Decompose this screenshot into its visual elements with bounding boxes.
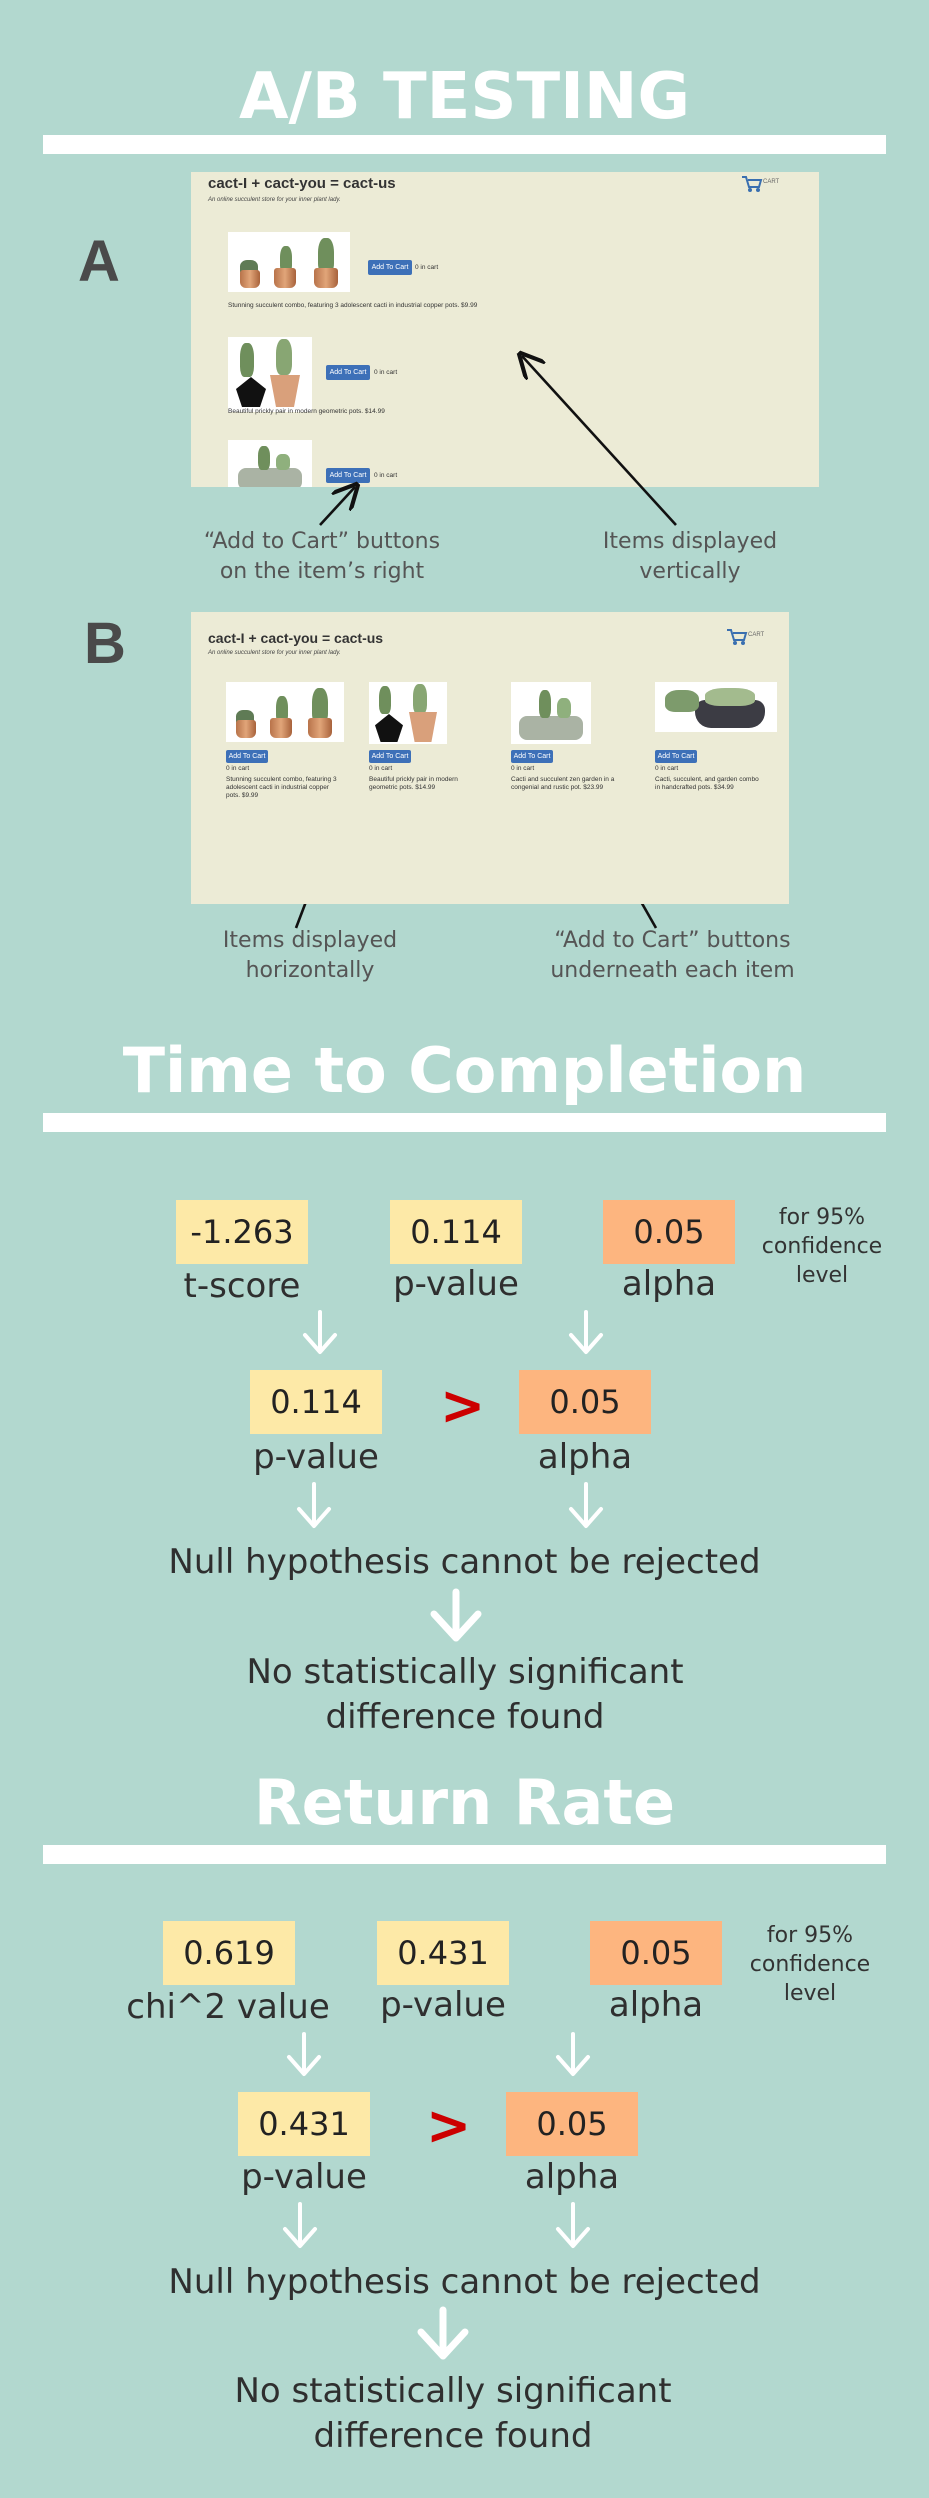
product-description: Stunning succulent combo, featuring 3 ad… <box>226 776 337 800</box>
return-rate-title: Return Rate <box>253 1766 676 1839</box>
in-cart-count: 0 in cart <box>374 472 398 479</box>
add-to-cart-button[interactable]: Add To Cart <box>326 365 370 380</box>
confidence-note: for 95% confidence level <box>761 1205 883 1288</box>
section-divider <box>43 1113 886 1132</box>
title-divider <box>43 135 886 154</box>
cart-link[interactable]: CART <box>726 627 776 649</box>
shop-subtitle: An online succulent store for your inner… <box>208 650 341 656</box>
chi-square-label: chi^2 value <box>126 1987 330 2027</box>
confidence-note: for 95% confidence level <box>749 1923 871 2006</box>
chi-square-value: 0.619 <box>163 1921 295 1985</box>
product-image-4 <box>655 682 777 732</box>
add-to-cart-button[interactable]: Add To Cart <box>369 750 411 763</box>
alpha-box: 0.05 <box>506 2092 638 2156</box>
result-text: No statistically significant difference … <box>246 1652 684 1737</box>
p-value-label: p-value <box>241 2157 367 2197</box>
product-description: Stunning succulent combo, featuring 3 ad… <box>228 302 478 309</box>
cart-icon <box>727 629 748 645</box>
conclusion-text: Null hypothesis cannot be rejected <box>168 2262 761 2302</box>
in-cart-count: 0 in cart <box>511 765 535 772</box>
in-cart-count: 0 in cart <box>226 765 250 772</box>
product-image-1 <box>226 682 344 742</box>
p-value-label: p-value <box>393 1264 519 1304</box>
shop-title: cact-I + cact-you = cact-us <box>208 175 396 192</box>
alpha-box: 0.05 <box>590 1921 722 1985</box>
product-image-1 <box>228 232 350 292</box>
add-to-cart-button[interactable]: Add To Cart <box>226 750 268 763</box>
in-cart-count: 0 in cart <box>369 765 393 772</box>
p-value-box: 0.114 <box>250 1370 382 1434</box>
variant-b-label: B <box>84 611 126 676</box>
down-arrow-icon <box>417 1588 482 2360</box>
add-to-cart-button[interactable]: Add To Cart <box>655 750 697 763</box>
product-description: Cacti and succulent zen garden in a cong… <box>511 776 615 792</box>
t-score-value: -1.263 <box>176 1200 308 1264</box>
callout-b-horizontal: Items displayed horizontally <box>222 928 398 983</box>
product-image-2 <box>369 682 447 744</box>
alpha-box: 0.05 <box>603 1200 735 1264</box>
alpha-label: alpha <box>608 1985 704 2025</box>
in-cart-count: 0 in cart <box>415 264 439 271</box>
section-divider <box>43 1845 886 1864</box>
cart-label: CART <box>763 179 780 185</box>
product-image-3 <box>228 440 312 487</box>
cart-label: CART <box>748 632 765 638</box>
variant-a-label: A <box>78 229 120 294</box>
time-to-completion-title: Time to Completion <box>122 1034 807 1107</box>
add-to-cart-button[interactable]: Add To Cart <box>368 260 412 275</box>
alpha-label: alpha <box>524 2157 620 2197</box>
in-cart-count: 0 in cart <box>655 765 679 772</box>
product-description: Beautiful prickly pair in modern geometr… <box>228 408 385 415</box>
p-value-label: p-value <box>380 1985 506 2025</box>
variant-a-screenshot: cact-I + cact-you = cact-us An online su… <box>191 172 819 487</box>
alpha-label: alpha <box>621 1264 717 1304</box>
down-arrow-icon <box>283 1310 603 2248</box>
conclusion-text: Null hypothesis cannot be rejected <box>168 1542 761 1582</box>
alpha-box: 0.05 <box>519 1370 651 1434</box>
greater-than-symbol: > <box>426 2094 472 2157</box>
in-cart-count: 0 in cart <box>374 369 398 376</box>
ab-testing-title: A/B TESTING <box>239 60 690 134</box>
product-description: Beautiful prickly pair in modern geometr… <box>369 776 458 792</box>
t-score-label: t-score <box>183 1266 301 1306</box>
add-to-cart-button[interactable]: Add To Cart <box>511 750 553 763</box>
product-image-2 <box>228 337 312 412</box>
cart-link[interactable]: CART <box>741 174 791 196</box>
product-image-3 <box>511 682 591 744</box>
shop-subtitle: An online succulent store for your inner… <box>208 197 341 203</box>
cart-icon <box>742 176 763 192</box>
alpha-label: alpha <box>537 1437 633 1477</box>
result-text: No statistically significant difference … <box>234 2371 672 2456</box>
product-description: Cacti, succulent, and garden combo in ha… <box>655 776 759 792</box>
shop-title: cact-I + cact-you = cact-us <box>208 630 384 646</box>
variant-b-screenshot: cact-I + cact-you = cact-us An online su… <box>191 612 789 904</box>
greater-than-symbol: > <box>440 1374 486 1437</box>
callout-a-buttons: “Add to Cart” buttons on the item’s righ… <box>203 529 441 584</box>
add-to-cart-button[interactable]: Add To Cart <box>326 468 370 483</box>
p-value-box: 0.114 <box>390 1200 522 1264</box>
p-value-label: p-value <box>253 1437 379 1477</box>
p-value-box: 0.431 <box>238 2092 370 2156</box>
callout-b-buttons: “Add to Cart” buttons underneath each it… <box>550 928 795 983</box>
callout-a-vertical: Items displayed vertically <box>602 529 778 584</box>
p-value-box: 0.431 <box>377 1921 509 1985</box>
